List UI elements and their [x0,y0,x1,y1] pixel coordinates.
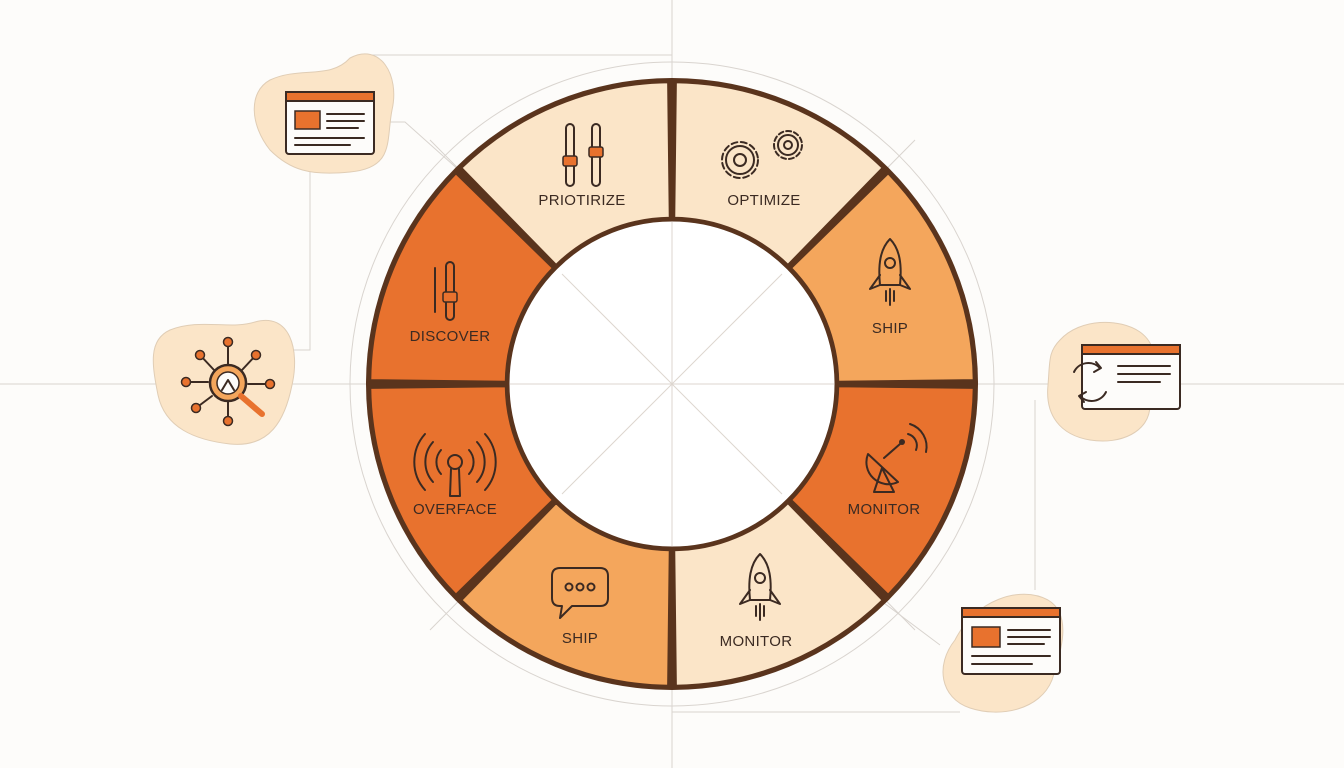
segment-label: OPTIMIZE [727,192,800,209]
ring-segment [459,501,672,688]
segment-label: OVERFACE [413,501,497,518]
center-guide-line [561,273,783,495]
browser-window-icon [942,593,1064,713]
ring-segment [789,171,976,384]
segment-label: PRIOTIRIZE [538,192,625,209]
segment-labels: PRIOTIRIZE OPTIMIZE SHIP MONITOR MONITOR… [410,192,921,650]
segment-label: MONITOR [848,501,921,518]
rocket-icon [739,553,781,621]
ring-segment [672,501,885,688]
ring-segment [789,384,976,597]
browser-window-icon [253,53,395,174]
rocket-icon [869,238,911,306]
gears-icon [721,130,803,179]
side-icons [152,53,1181,713]
broadcast-tower-icon [413,433,497,497]
sync-window-icon [1047,321,1181,442]
ring-segment [368,384,555,597]
sliders-icon [562,123,604,187]
ring [366,78,978,690]
satellite-dish-icon [865,423,928,493]
ring-segment [672,80,885,267]
slider-icon [434,261,458,321]
network-search-icon [152,319,296,445]
segment-label: SHIP [562,630,598,647]
chat-bubble-icon [551,567,609,619]
segment-label: SHIP [872,320,908,337]
ring-segment [368,171,555,384]
segment-label: DISCOVER [410,328,491,345]
segment-icons [413,123,928,621]
segment-label: MONITOR [720,633,793,650]
